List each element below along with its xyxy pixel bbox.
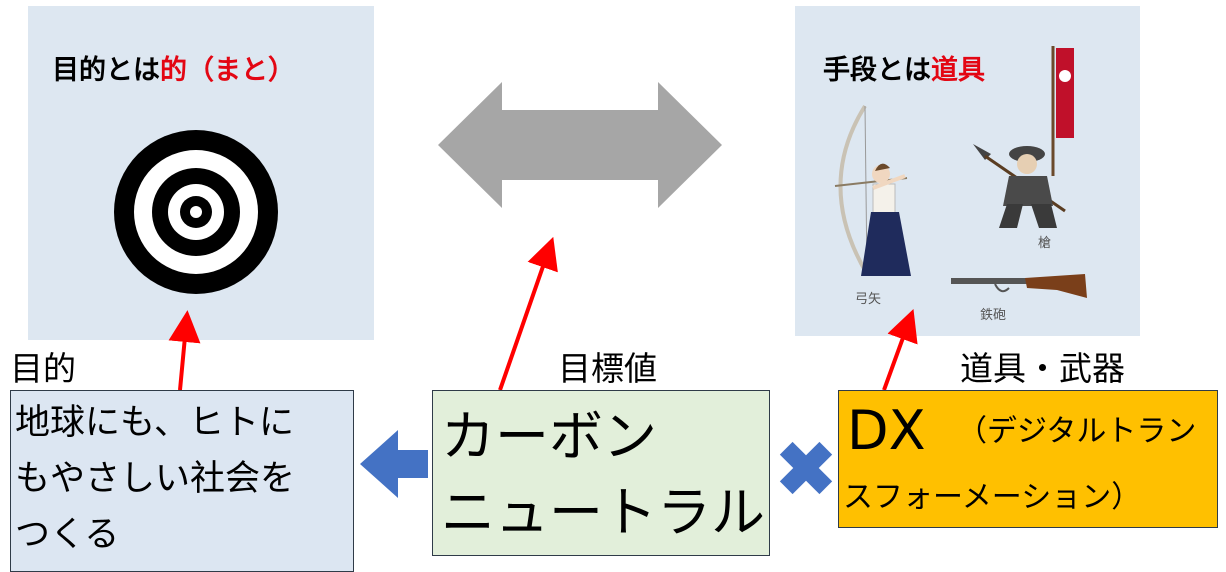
red-arrow-target-value: [498, 236, 558, 391]
purpose-panel-title: 目的とは的（まと）: [52, 48, 295, 87]
target-value-label: 目標値: [558, 349, 657, 388]
purpose-label: 目的: [10, 349, 76, 388]
means-panel-title: 手段とは道具: [823, 48, 985, 87]
carbon-line-2: ニュートラル: [441, 481, 765, 544]
society-line-1: 地球にも、ヒトに: [15, 403, 294, 443]
tools-label: 道具・武器: [960, 349, 1125, 388]
society-line-3: つくる: [15, 515, 120, 555]
purpose-title-prefix: 目的とは: [52, 55, 160, 86]
archer-icon: [834, 104, 911, 276]
rifle-label: 鉄砲: [980, 308, 1007, 323]
means-title-prefix: 手段とは: [823, 55, 931, 86]
dx-sub-1: （デジタルトラン: [957, 414, 1197, 449]
society-line-2: もやさしい社会を: [15, 459, 296, 499]
means-title-highlight: 道具: [931, 55, 985, 86]
dx-sub-2: スフォーメーション）: [843, 480, 1142, 515]
means-panel: 手段とは道具 弓矢 槍 鉄砲: [795, 6, 1140, 336]
target-icon: [114, 130, 278, 294]
carbon-neutral-box: カーボン ニュートラル: [432, 390, 770, 556]
red-arrow-tools: [882, 308, 918, 391]
carbon-line-1: カーボン: [441, 405, 657, 468]
purpose-title-highlight: 的（まと）: [160, 55, 295, 86]
rifle-icon: [951, 274, 1087, 298]
red-arrow-purpose: [168, 310, 201, 391]
spearman-label: 槍: [1038, 236, 1052, 251]
dx-box: DX （デジタルトラン スフォーメーション）: [838, 390, 1218, 528]
archer-label: 弓矢: [855, 292, 882, 307]
spearman-icon: [973, 46, 1074, 228]
society-goal-box: 地球にも、ヒトに もやさしい社会を つくる: [10, 390, 354, 572]
purpose-panel: 目的とは的（まと）: [28, 6, 374, 340]
dx-main: DX: [847, 399, 926, 462]
